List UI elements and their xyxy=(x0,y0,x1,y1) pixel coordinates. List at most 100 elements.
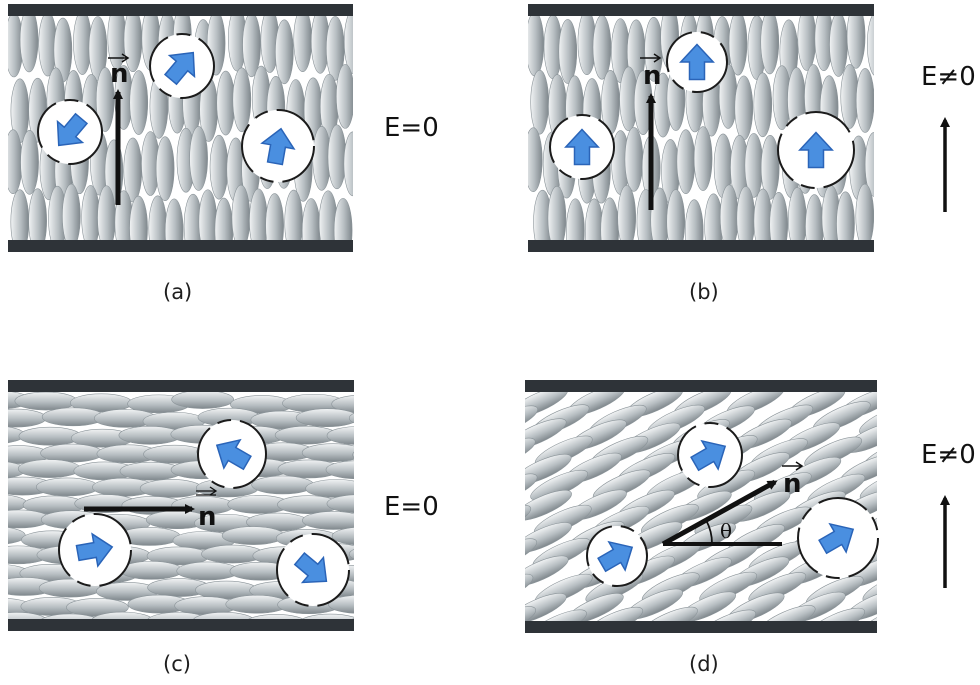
panel-c-molecule xyxy=(301,443,354,462)
panel-b-molecule xyxy=(558,19,578,84)
panel-d-molecule xyxy=(456,383,520,425)
panel-d-polarization-arrow-icon xyxy=(690,439,727,472)
panel-a-molecule xyxy=(343,131,353,197)
panel-c-caption: (c) xyxy=(163,652,191,676)
panel-b-field-label: E≠0 xyxy=(921,62,976,92)
panel-a-caption: (a) xyxy=(163,280,193,304)
panel-c-molecule xyxy=(221,526,285,545)
panel-d-molecule xyxy=(525,504,532,536)
panel-c-molecule xyxy=(35,477,99,497)
panel-d-molecule xyxy=(862,572,877,603)
panel-d-molecule xyxy=(453,586,517,628)
panel-d: θ n xyxy=(453,380,950,662)
panel-a-bottom-plate xyxy=(8,240,353,252)
panel-a-molecule xyxy=(8,129,23,195)
panel-b-molecule xyxy=(676,129,696,194)
panel-d-director-arrow xyxy=(661,479,778,547)
panel-d-polarization-arrow-icon xyxy=(818,522,855,555)
panel-a-director-label: n xyxy=(110,59,129,89)
panel-c-molecule xyxy=(302,511,354,530)
panel-d-molecule xyxy=(698,609,756,621)
panel-a-molecule xyxy=(129,195,148,240)
panel-a-molecule xyxy=(28,188,47,240)
panel-c-field-label: E=0 xyxy=(384,492,439,522)
panel-d-molecule xyxy=(525,392,568,418)
panel-c-polarization-arrow-icon xyxy=(215,438,252,471)
panel-d-molecule xyxy=(525,473,538,505)
panel-d-angle-label: θ xyxy=(720,519,732,543)
panel-b: n xyxy=(528,4,950,252)
panel-d-molecule xyxy=(453,483,517,525)
panel-b-molecule xyxy=(753,72,773,138)
panel-a-molecule xyxy=(333,198,353,240)
panel-a-molecule xyxy=(242,16,261,78)
panel-d-molecule xyxy=(525,405,538,437)
panel-b-director-label: n xyxy=(643,61,662,91)
panel-c-molecule xyxy=(328,595,354,614)
panel-a-molecule xyxy=(214,197,234,240)
panel-c-molecule xyxy=(8,408,47,428)
panel-c-molecule xyxy=(176,561,240,581)
panel-a-molecule xyxy=(19,16,39,73)
panel-b-molecule xyxy=(867,16,874,76)
panel-c-molecule xyxy=(193,612,255,619)
panel-d-molecule xyxy=(525,437,536,469)
panel-d-molecule xyxy=(458,418,522,460)
panel-d-molecule xyxy=(757,605,816,621)
panel-b-domains xyxy=(549,31,855,189)
panel-b-molecule xyxy=(836,191,855,240)
panel-a-polarization-arrow-icon xyxy=(163,51,196,86)
panel-a-molecule xyxy=(301,198,321,240)
panel-d-molecule xyxy=(457,517,521,559)
panel-a-molecule xyxy=(343,16,353,74)
panel-d-molecule xyxy=(453,620,517,662)
panel-b-molecule xyxy=(528,127,543,192)
panel-c-molecule xyxy=(295,408,354,428)
panel-d-molecule xyxy=(456,549,520,591)
panel-a-polarization-arrow-icon xyxy=(260,127,296,166)
panel-b-molecule xyxy=(864,132,874,197)
panel-b-caption: (b) xyxy=(689,280,719,304)
panel-b-molecule xyxy=(592,16,612,80)
panel-c-molecule xyxy=(251,475,314,495)
panel-b-director-vector-mark xyxy=(640,53,662,63)
panel-c-top-plate xyxy=(8,380,354,392)
panel-d-director-vector-mark xyxy=(782,461,804,471)
panel-b-molecule xyxy=(666,189,686,240)
panel-c-molecule xyxy=(331,527,354,545)
panel-b-molecule xyxy=(728,16,748,76)
panel-c-molecule xyxy=(8,612,47,619)
panel-b-top-plate xyxy=(528,4,874,16)
panel-c-molecule xyxy=(349,549,354,560)
panel-a: n xyxy=(8,4,353,252)
panel-b-molecule xyxy=(855,68,874,133)
panel-c-molecule xyxy=(8,527,26,544)
panel-a-molecule xyxy=(95,67,115,132)
panel-b-polarization-arrow-icon xyxy=(679,43,715,81)
panel-b-molecule xyxy=(760,16,780,75)
panel-a-molecule xyxy=(20,129,39,195)
panel-c-director-vector-mark xyxy=(196,486,218,496)
panel-b-molecule xyxy=(624,127,644,192)
panel-c-polarization-arrow-icon xyxy=(75,532,114,568)
panel-a-molecule xyxy=(293,16,313,73)
panel-b-molecule xyxy=(734,75,754,141)
panel-d-molecule xyxy=(525,606,537,621)
panel-b-molecule xyxy=(797,16,817,71)
panel-c-molecule xyxy=(305,479,354,498)
panel-b-molecule xyxy=(566,198,585,240)
panel-c-molecule xyxy=(91,611,153,619)
panel-d-molecule xyxy=(525,593,567,621)
panel-c-molecule xyxy=(147,612,209,619)
panel-a-molecule xyxy=(164,198,184,240)
panel-c-molecule xyxy=(143,444,206,464)
panel-d-molecule xyxy=(525,573,534,605)
panel-d-molecule xyxy=(640,606,698,621)
panel-d-molecule xyxy=(807,607,866,621)
panel-d-molecule xyxy=(585,606,644,621)
panel-b-polarization-arrow-icon xyxy=(798,131,834,169)
panel-b-molecule xyxy=(684,199,704,240)
panel-b-molecule xyxy=(760,135,780,200)
panel-b-molecule xyxy=(528,16,545,77)
